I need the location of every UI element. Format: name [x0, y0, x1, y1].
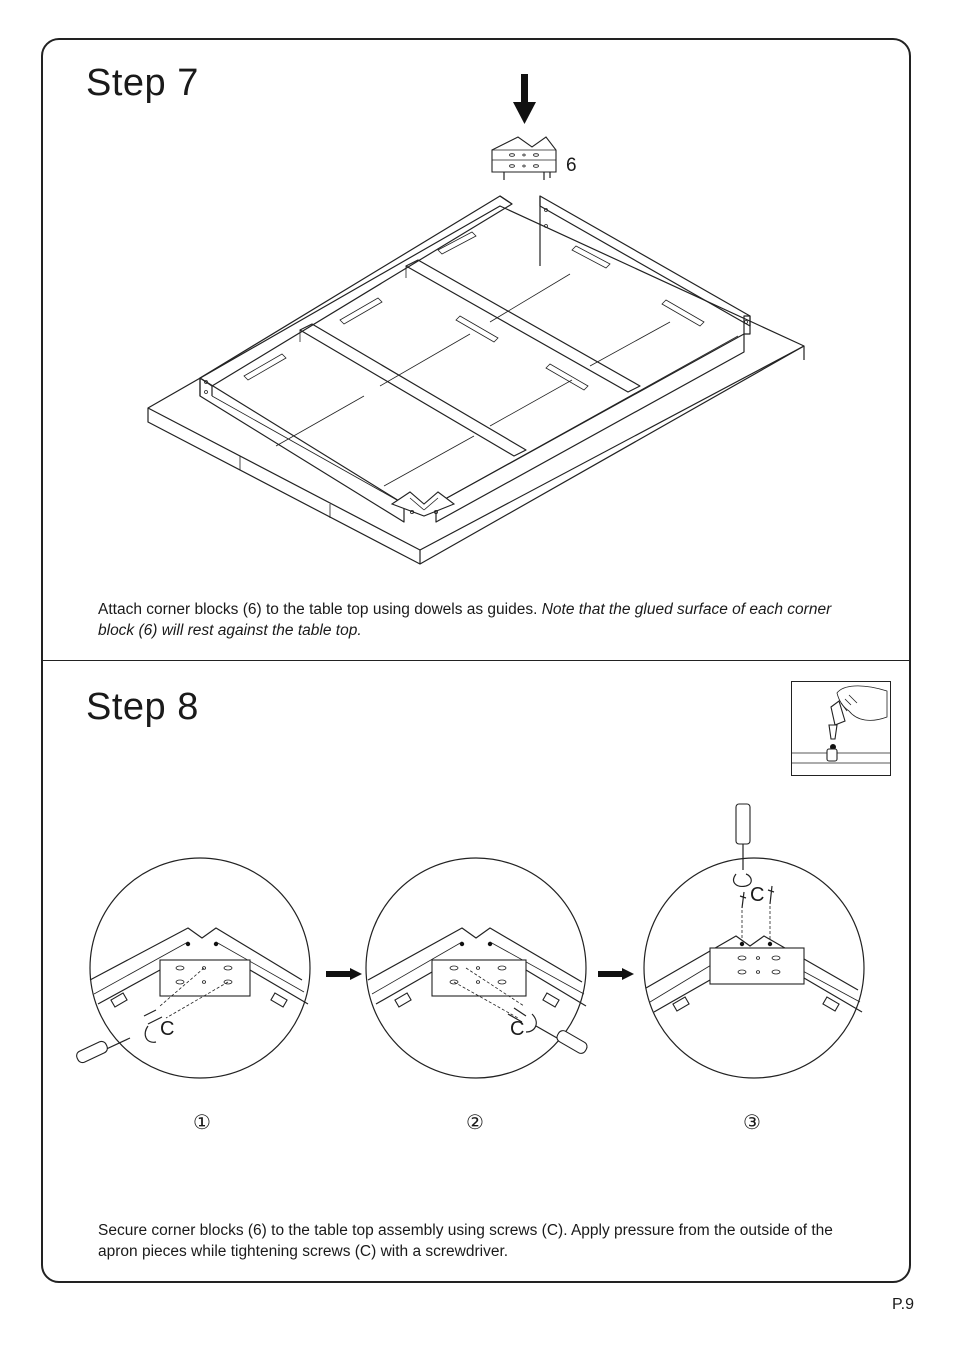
- screw-label-c-3: C: [750, 884, 765, 906]
- step7-caption-plain: Attach corner blocks (6) to the table to…: [98, 601, 542, 618]
- sub-step-3: ③: [743, 1112, 761, 1134]
- step7-caption-note: Note that the glued surface of each corn…: [98, 601, 832, 639]
- screw-label-c-1: C: [160, 1018, 175, 1040]
- right-arrow-2-icon: [598, 968, 634, 980]
- step7-title: Step 7: [86, 62, 199, 104]
- down-arrow-icon: [513, 74, 536, 124]
- page-number: P.9: [892, 1296, 914, 1313]
- detail-circle-2: [365, 857, 588, 1079]
- sub-step-2: ②: [466, 1112, 484, 1134]
- step-divider: [41, 660, 911, 661]
- detail-circle-1: [76, 857, 311, 1079]
- table-top-assembly-diagram: [147, 195, 805, 565]
- corner-block-part-6: [491, 136, 557, 180]
- step7-caption: Attach corner blocks (6) to the table to…: [98, 599, 858, 641]
- step8-title: Step 8: [86, 686, 199, 728]
- detail-circle-3: [643, 803, 865, 1079]
- glue-bottle-icon: [791, 681, 891, 776]
- sub-step-1: ①: [193, 1112, 211, 1134]
- screwdriver-icon: [76, 1037, 131, 1064]
- right-arrow-1-icon: [326, 968, 362, 980]
- screw-label-c-2: C: [510, 1018, 525, 1040]
- part-label-6: 6: [566, 155, 577, 176]
- step8-caption: Secure corner blocks (6) to the table to…: [98, 1222, 833, 1260]
